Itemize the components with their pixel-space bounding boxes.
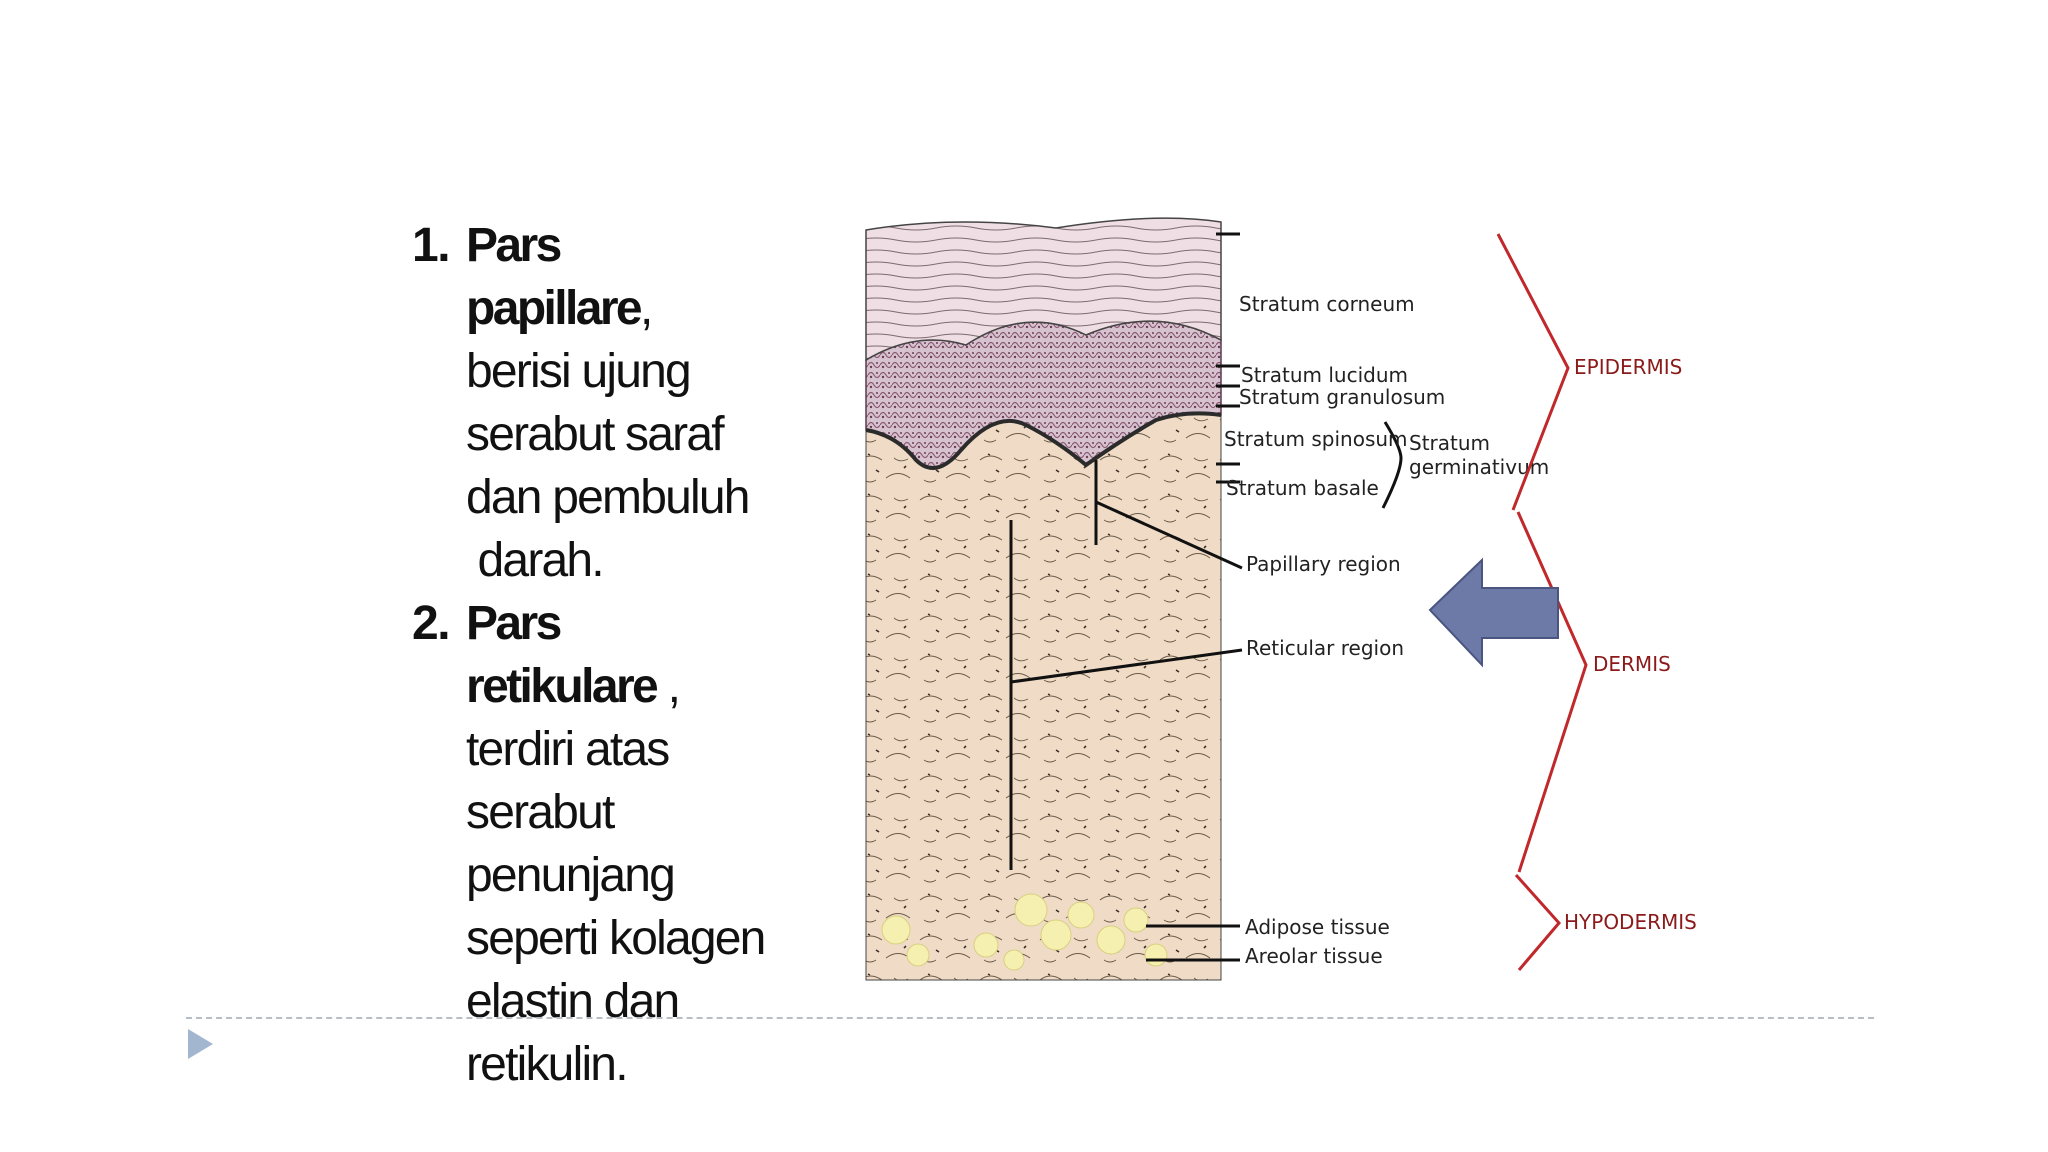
slide-bullet-icon (188, 1029, 213, 1059)
item-text-line: elastin dan (466, 975, 680, 1028)
adipose-fat-cells (881, 893, 1168, 971)
item-title-line: Pars (466, 597, 562, 650)
zone-label-dermis: DERMIS (1593, 652, 1671, 676)
label-reticular-region: Reticular region (1246, 636, 1404, 660)
item-text-line: dan pembuluh (466, 471, 750, 524)
list-number: 2. (412, 597, 451, 650)
list-number: 1. (412, 219, 451, 272)
zone-label-epidermis: EPIDERMIS (1574, 355, 1682, 379)
item-text-line: penunjang (466, 849, 676, 902)
item-title-punct: , (656, 660, 681, 713)
label-stratum-granulosum: Stratum granulosum (1239, 385, 1445, 409)
skin-layers-diagram: Stratum corneum Stratum lucidum Stratum … (865, 217, 1697, 981)
zone-label-hypodermis: HYPODERMIS (1564, 910, 1697, 934)
item-text-line: darah. (466, 534, 605, 587)
item-text-line: retikulin. (466, 1038, 629, 1091)
item-text-line: serabut (466, 786, 615, 839)
item-title-line: Pars (466, 219, 562, 272)
item-title-line: papillare (466, 282, 643, 335)
item-text-line: serabut saraf (466, 408, 725, 461)
item-text-line: seperti kolagen (466, 912, 766, 965)
label-stratum-corneum: Stratum corneum (1239, 292, 1415, 316)
item-title-line: retikulare (466, 660, 659, 713)
footer-divider (186, 1017, 1874, 1019)
leader-lines (1010, 232, 1403, 962)
left-arrow-icon (1428, 557, 1559, 668)
list-item-pars-papillare: 1. Pars papillare, berisi ujung serabut … (412, 214, 832, 592)
layer-list: 1. Pars papillare, berisi ujung serabut … (412, 214, 832, 1096)
label-stratum-lucidum: Stratum lucidum (1241, 363, 1408, 387)
item-text-line: terdiri atas (466, 723, 670, 776)
item-title-punct: , (640, 282, 653, 335)
item-text-line: berisi ujung (466, 345, 692, 398)
label-stratum-germinativum-line1: Stratum (1409, 431, 1490, 455)
list-item-pars-retikulare: 2. Pars retikulare , terdiri atas serabu… (412, 592, 832, 1096)
label-areolar-tissue: Areolar tissue (1245, 944, 1383, 968)
label-stratum-spinosum: Stratum spinosum (1224, 427, 1408, 451)
zone-brackets (1496, 233, 1588, 971)
label-stratum-basale: Stratum basale (1226, 476, 1379, 500)
tissue-block (865, 217, 1222, 981)
label-adipose-tissue: Adipose tissue (1245, 915, 1390, 939)
label-papillary-region: Papillary region (1246, 552, 1401, 576)
